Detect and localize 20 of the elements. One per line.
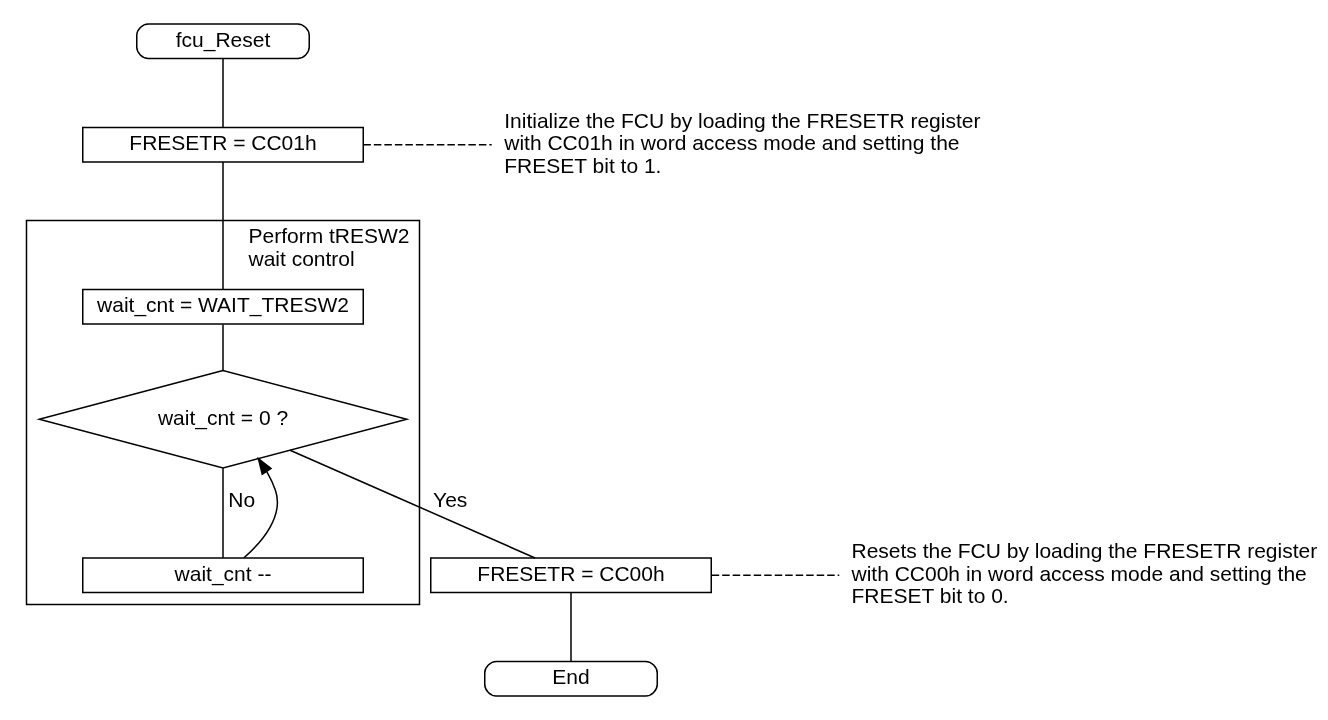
node-box: wait_cnt --	[82, 557, 364, 594]
connector	[222, 467, 224, 559]
connector	[710, 574, 840, 576]
connector	[362, 144, 493, 146]
node-box: wait_cnt = WAIT_TRESW2	[82, 288, 364, 325]
node-text: Initialize the FCU by loading the FRESETR register with CC01h in word access mode and setting the FRESET bit to 1.	[504, 108, 981, 177]
connector	[289, 449, 536, 559]
node-box: fcu_Reset	[136, 23, 310, 60]
connector	[222, 161, 224, 291]
connector	[570, 592, 572, 663]
arrow	[243, 456, 279, 559]
node-diamond: wait_cnt = 0 ?	[36, 369, 410, 469]
connector	[222, 323, 224, 371]
edge-label: Yes	[433, 488, 468, 512]
node-box: FRESETR = CC01h	[82, 126, 364, 163]
connector	[222, 58, 224, 129]
edge-label: No	[228, 488, 256, 512]
node-box: FRESETR = CC00h	[430, 557, 712, 594]
node-text: Resets the FCU by loading the FRESETR register with CC00h in word access mode and setting the FRESET bit to 0.	[851, 539, 1318, 608]
node-box: End	[484, 660, 658, 697]
